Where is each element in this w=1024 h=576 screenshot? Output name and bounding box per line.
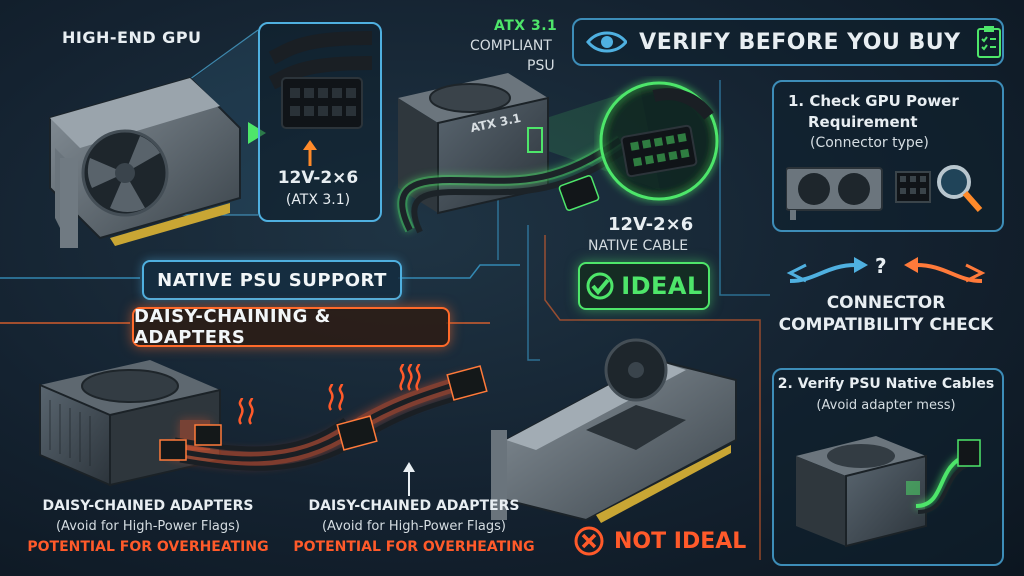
bottom-left-psu [39,360,221,487]
warning-mid-line1: DAISY-CHAINED ADAPTERS [308,498,520,514]
psu-fan [429,83,511,113]
connector-top-line1: 12V-2×6 [277,168,359,188]
compat-arrows [786,257,986,283]
native-line [0,264,520,279]
heat-wave-icon [238,398,254,425]
eye-icon [586,31,628,53]
verify-title-box: VERIFY BEFORE YOU BUY [572,18,1004,66]
x-circle-icon [574,526,604,556]
verify-title: VERIFY BEFORE YOU BUY [639,29,961,55]
not-ideal-badge: NOT IDEAL [572,524,746,558]
heat-wave-icon [328,384,344,411]
warning-left-line1: DAISY-CHAINED ADAPTERS [42,498,254,514]
warning-left-line2: (Avoid for High-Power Flags) [55,519,240,534]
step2-illustration [796,436,981,548]
high-end-gpu [49,76,241,248]
magnifier-icon [937,165,983,212]
step1-illustration [786,165,983,220]
not-ideal-label: NOT IDEAL [614,528,747,554]
checklist-icon [976,26,1001,58]
native-connector-zoom [599,81,719,201]
native-support-pill: NATIVE PSU SUPPORT [142,260,402,300]
up-arrow-icon [303,140,317,166]
native-cable [397,135,627,234]
psu-compliant-label: COMPLIANT [470,38,552,54]
pcie-contacts [110,203,230,246]
bottom-gpu [491,338,737,523]
connector-top-line2: (ATX 3.1) [285,192,351,208]
heat-wave-icon [399,364,421,391]
step1-title1: 1. Check GPU Power [788,92,959,110]
step1-sub: (Connector type) [810,135,929,151]
compat-question: ? [875,254,887,278]
step2-sub: (Avoid adapter mess) [816,398,956,413]
psu-psu-label: PSU [527,58,555,74]
green-arrow-icon [198,122,266,144]
gpu-bracket [60,158,78,248]
check-circle-icon [586,272,614,300]
daisy-chaining-pill: DAISY-CHAINING & ADAPTERS [132,306,450,348]
12v-connector-image [268,31,373,129]
warning-mid-line3: POTENTIAL FOR OVERHEATING [293,539,535,555]
compat-line2: COMPATIBILITY CHECK [778,315,994,335]
fan-icon [604,338,668,402]
step1-panel [772,80,1004,232]
native-cable-line1: 12V-2×6 [608,214,694,235]
up-arrow-icon [403,462,415,496]
gpu-label: HIGH-END GPU [62,28,202,47]
step1-title2: Requirement [808,113,918,131]
native-cable-line2: NATIVE CABLE [588,238,689,254]
ideal-label: IDEAL [621,272,703,300]
warning-left-line3: POTENTIAL FOR OVERHEATING [27,539,269,555]
warning-mid-line2: (Avoid for High-Power Flags) [321,519,506,534]
step2-title: 2. Verify PSU Native Cables [777,376,995,392]
fan-icon [81,129,169,217]
compat-line1: CONNECTOR [826,293,946,313]
ideal-badge: IDEAL [578,262,710,310]
psu-atx-label: ATX 3.1 [494,18,558,34]
daisy-chained-cable [159,365,488,471]
